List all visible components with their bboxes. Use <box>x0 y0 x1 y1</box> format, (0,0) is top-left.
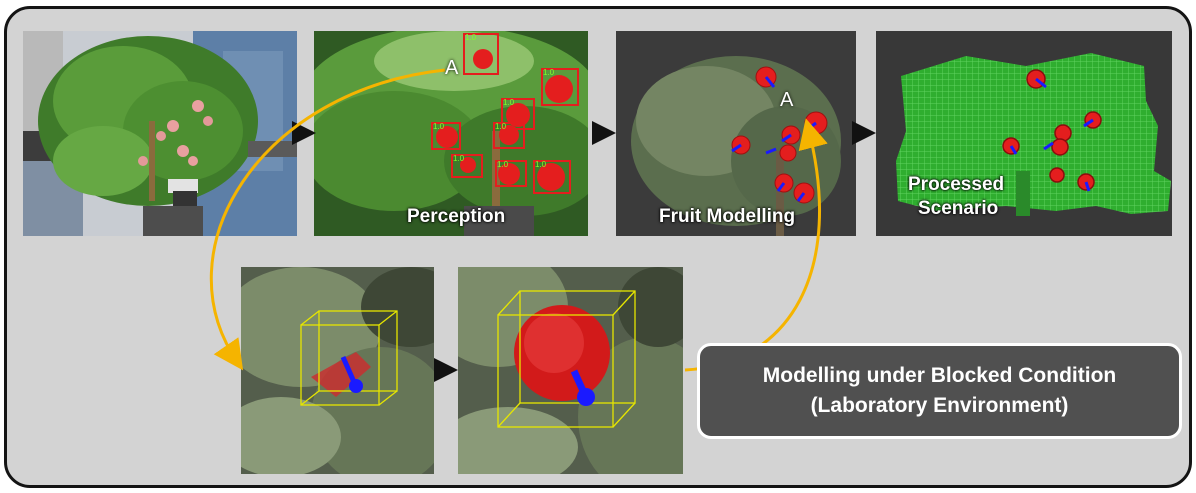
completed-fruit-image <box>458 267 683 474</box>
detection-score: 1.0 <box>495 122 507 131</box>
callout-line1: Modelling under Blocked Condition <box>762 364 1117 387</box>
callout-line2: (Laboratory Environment) <box>810 394 1069 417</box>
marker-a-modelling: A <box>780 89 794 111</box>
detection-score: 1.0 <box>543 68 555 77</box>
detection-score: 1.0 <box>453 154 465 163</box>
lab-photo-image <box>23 31 297 236</box>
detection-score: 1.0 <box>465 33 477 42</box>
detection-score: 1.0 <box>497 160 509 169</box>
processed-scenario-panel <box>876 31 1172 236</box>
lab-photo-panel <box>23 31 297 236</box>
processed-caption-line2: Scenario <box>918 198 999 219</box>
detection-score: 1.0 <box>535 160 547 169</box>
detection-score: 1.0 <box>433 122 445 131</box>
completed-fruit-view <box>458 267 683 474</box>
perception-caption: Perception <box>407 206 506 227</box>
marker-a-perception: A <box>445 57 459 79</box>
detection-score: 1.0 <box>503 98 515 107</box>
blocked-condition-callout: Modelling under Blocked Condition (Labor… <box>697 343 1182 439</box>
blocked-fruit-image <box>241 267 434 474</box>
processed-caption-line1: Processed <box>908 174 1005 195</box>
blocked-fruit-view <box>241 267 434 474</box>
processed-scenario-image <box>876 31 1172 236</box>
fruit-modelling-caption: Fruit Modelling <box>659 206 796 227</box>
